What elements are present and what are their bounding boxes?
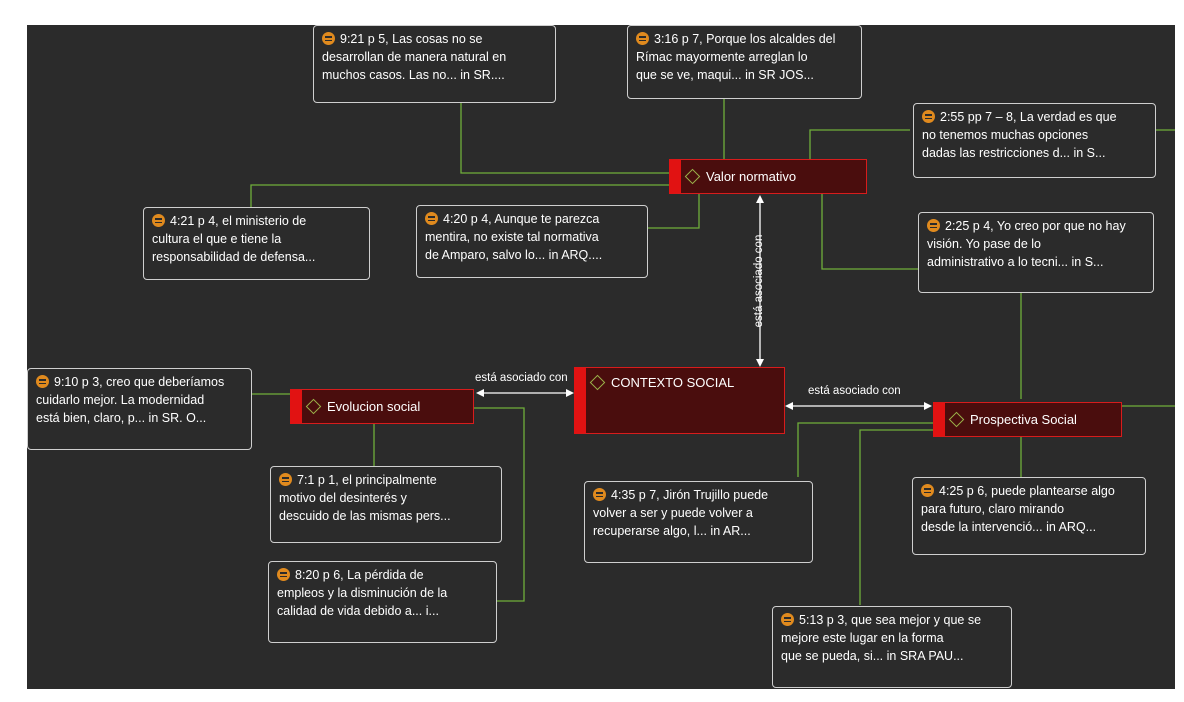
link-q420-valor <box>648 194 700 229</box>
quotation-icon <box>36 375 49 388</box>
quotation-icon <box>922 110 935 123</box>
quotation-line: 5:13 p 3, que sea mejor y que se <box>799 613 982 627</box>
quotation-line: mentira, no existe tal normativa <box>425 230 599 244</box>
quotation-line: para futuro, claro mirando <box>921 502 1065 516</box>
code-label: Prospectiva Social <box>970 412 1077 427</box>
quotation-line: cuidarlo mejor. La modernidad <box>36 393 205 407</box>
quotation-line: volver a ser y puede volver a <box>593 506 753 520</box>
quotation-icon <box>921 484 934 497</box>
code-label: CONTEXTO SOCIAL <box>611 374 735 390</box>
quotation-line: 2:25 p 4, Yo creo por que no hay <box>945 219 1126 233</box>
quotation-line: dadas las restricciones d... in S... <box>922 146 1106 160</box>
quotation-line: 9:10 p 3, creo que deberíamos <box>54 375 225 389</box>
link-q435-prospectiva <box>797 422 933 477</box>
quotation-line: responsabilidad de defensa... <box>152 250 316 264</box>
quotation-line: motivo del desinterés y <box>279 491 407 505</box>
quotation-line: 4:21 p 4, el ministerio de <box>170 214 307 228</box>
quotation-icon <box>277 568 290 581</box>
code-diamond-icon <box>684 168 701 185</box>
quotation-node-4-21[interactable]: 4:21 p 4, el ministerio de cultura el qu… <box>143 207 370 280</box>
quotation-line: 7:1 p 1, el principalmente <box>297 473 437 487</box>
quotation-line: 2:55 pp 7 – 8, La verdad es que <box>940 110 1117 124</box>
quotation-icon <box>322 32 335 45</box>
link-q421-valor <box>250 184 669 207</box>
code-node-contexto-social[interactable]: CONTEXTO SOCIAL <box>574 367 785 434</box>
quotation-node-9-21[interactable]: 9:21 p 5, Las cosas no se desarrollan de… <box>313 25 556 103</box>
quotation-icon <box>593 488 606 501</box>
quotation-node-4-20[interactable]: 4:20 p 4, Aunque te parezca mentira, no … <box>416 205 648 278</box>
link-q820-evolucion <box>474 407 525 602</box>
quotation-icon <box>152 214 165 227</box>
code-node-valor-normativo[interactable]: Valor normativo <box>669 159 867 194</box>
quotation-line: 3:16 p 7, Porque los alcaldes del <box>654 32 836 46</box>
quotation-line: no tenemos muchas opciones <box>922 128 1089 142</box>
quotation-line: calidad de vida debido a... i... <box>277 604 439 618</box>
relation-label-evolucion-contexto: está asociado con <box>475 372 568 384</box>
quotation-line: desarrollan de manera natural en <box>322 50 507 64</box>
quotation-line: 9:21 p 5, Las cosas no se <box>340 32 483 46</box>
quotation-line: 4:35 p 7, Jirón Trujillo puede <box>611 488 769 502</box>
quotation-line: desde la intervenció... in ARQ... <box>921 520 1097 534</box>
quotation-line: visión. Yo pase de lo <box>927 237 1041 251</box>
relation-label-contexto-valor: está asociado con <box>753 234 765 328</box>
quotation-line: que se ve, maqui... in SR JOS... <box>636 68 814 82</box>
link-q255-valor <box>809 129 910 159</box>
link-q921-valor <box>460 103 669 174</box>
code-node-prospectiva-social[interactable]: Prospectiva Social <box>933 402 1122 437</box>
quotation-icon <box>279 473 292 486</box>
quotation-line: muchos casos. Las no... in SR.... <box>322 68 505 82</box>
quotation-icon <box>636 32 649 45</box>
link-layer <box>250 99 1175 605</box>
quotation-line: recuperarse algo, l... in AR... <box>593 524 751 538</box>
quotation-node-4-25[interactable]: 4:25 p 6, puede plantearse algo para fut… <box>912 477 1146 555</box>
quotation-line: administrativo a lo tecni... in S... <box>927 255 1104 269</box>
link-q225-valor <box>821 194 918 270</box>
quotation-node-9-10[interactable]: 9:10 p 3, creo que deberíamos cuidarlo m… <box>27 368 252 450</box>
quotation-node-4-35[interactable]: 4:35 p 7, Jirón Trujillo puede volver a … <box>584 481 813 563</box>
link-q513-prospectiva <box>859 429 933 605</box>
quotation-node-2-25[interactable]: 2:25 p 4, Yo creo por que no hay visión.… <box>918 212 1154 293</box>
quotation-line: empleos y la disminución de la <box>277 586 448 600</box>
quotation-node-8-20[interactable]: 8:20 p 6, La pérdida de empleos y la dis… <box>268 561 497 643</box>
quotation-line: cultura el que e tiene la <box>152 232 282 246</box>
code-diamond-icon <box>948 411 965 428</box>
quotation-line: que se pueda, si... in SRA PAU... <box>781 649 964 663</box>
quotation-icon <box>927 219 940 232</box>
quotation-line: Rímac mayormente arreglan lo <box>636 50 808 64</box>
quotation-icon <box>781 613 794 626</box>
quotation-line: está bien, claro, p... in SR. O... <box>36 411 207 425</box>
code-diamond-icon <box>305 398 322 415</box>
quotation-line: 4:20 p 4, Aunque te parezca <box>443 212 600 226</box>
relation-label-contexto-prospectiva: está asociado con <box>808 385 901 397</box>
quotation-line: 4:25 p 6, puede plantearse algo <box>939 484 1115 498</box>
quotation-node-5-13[interactable]: 5:13 p 3, que sea mejor y que se mejore … <box>772 606 1012 688</box>
quotation-node-7-1[interactable]: 7:1 p 1, el principalmente motivo del de… <box>270 466 502 543</box>
quotation-line: de Amparo, salvo lo... in ARQ.... <box>425 248 603 262</box>
quotation-icon <box>425 212 438 225</box>
code-label: Valor normativo <box>706 169 797 184</box>
code-node-evolucion-social[interactable]: Evolucion social <box>290 389 474 424</box>
network-canvas: está asociado con está asociado con está… <box>27 25 1175 689</box>
quotation-node-2-55[interactable]: 2:55 pp 7 – 8, La verdad es que no tenem… <box>913 103 1156 178</box>
quotation-line: descuido de las mismas pers... <box>279 509 451 523</box>
quotation-line: mejore este lugar en la forma <box>781 631 944 645</box>
quotation-node-3-16[interactable]: 3:16 p 7, Porque los alcaldes del Rímac … <box>627 25 862 99</box>
quotation-line: 8:20 p 6, La pérdida de <box>295 568 424 582</box>
code-label: Evolucion social <box>327 399 421 414</box>
code-diamond-icon <box>589 374 606 390</box>
